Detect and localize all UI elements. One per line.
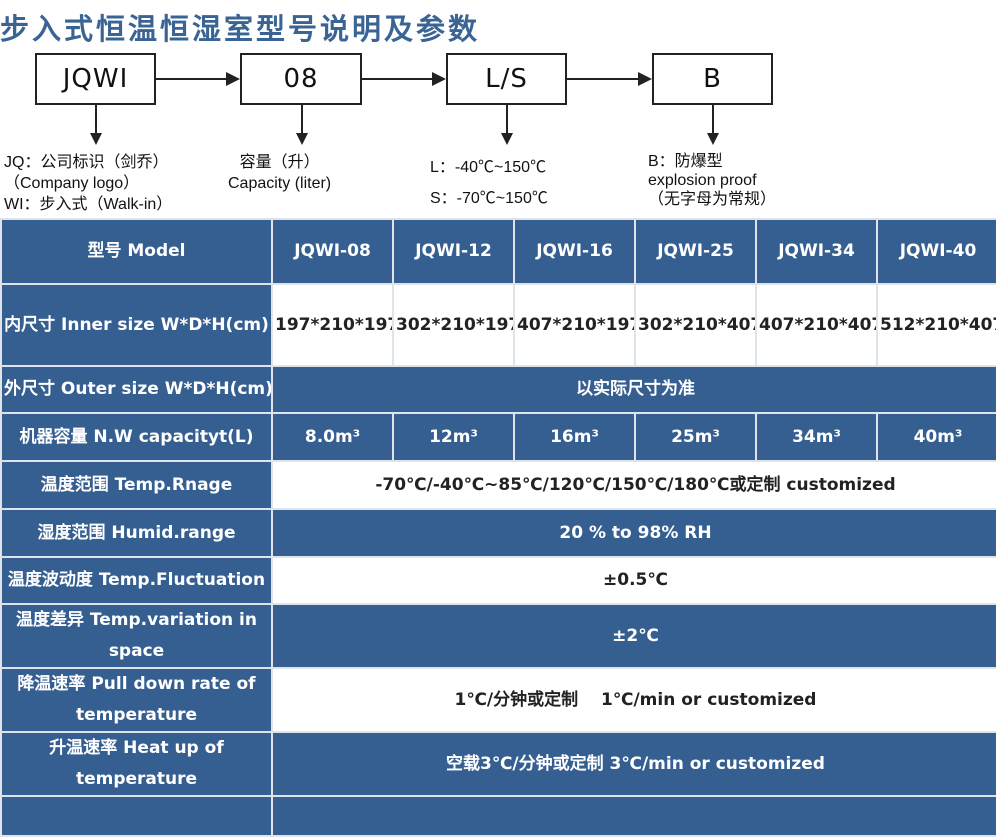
note-line: B：防爆型 [648, 153, 723, 170]
table-row: 温度波动度 Temp.Fluctuation ±0.5℃ [0, 556, 996, 605]
cell: 197*210*197 [271, 283, 394, 367]
row-label: 内尺寸 Inner size W*D*H(cm) [0, 283, 273, 367]
code-box-capacity: 08 [240, 53, 362, 105]
cell: 空载3℃/分钟或定制 3℃/min or customized [271, 731, 996, 797]
note-line: explosion proof [648, 172, 757, 189]
cell: 34m³ [755, 412, 878, 462]
cell: ±0.5℃ [271, 556, 996, 605]
cell: 8.0m³ [271, 412, 394, 462]
table-row: 降温速率 Pull down rate of temperature 1℃/分钟… [0, 667, 996, 733]
arrow-down-icon [707, 105, 719, 145]
arrow-right-icon [362, 72, 446, 86]
header-label: 型号 Model [0, 218, 273, 285]
model-header: JQWI-12 [392, 218, 515, 285]
cell: 25m³ [634, 412, 757, 462]
arrow-right-icon [156, 72, 240, 86]
row-label: 湿度范围 Humid.range [0, 508, 273, 558]
row-label: 机器容量 N.W capacityt(L) [0, 412, 273, 462]
note-capacity: 容量（升） Capacity (liter) [228, 152, 331, 194]
note-line: （无字母为常规） [648, 191, 777, 208]
table-row-cut-off [0, 795, 996, 837]
row-label: 温度范围 Temp.Rnage [0, 460, 273, 510]
cell: 512*210*407 [876, 283, 996, 367]
arrow-right-icon [567, 72, 652, 86]
cell: 40m³ [876, 412, 996, 462]
page-title: 步入式恒温恒湿室型号说明及参数 [0, 12, 481, 46]
table-row: 温度范围 Temp.Rnage -70℃/-40℃~85℃/120℃/150℃/… [0, 460, 996, 510]
note-line: Capacity (liter) [228, 175, 332, 192]
arrow-down-icon [501, 105, 513, 145]
note-line: （Company logo） [4, 175, 140, 192]
note-line: S：-70℃~150℃ [430, 190, 548, 207]
cell [271, 795, 996, 837]
row-label: 升温速率 Heat up of temperature [0, 731, 273, 797]
cell: 302*210*407 [634, 283, 757, 367]
cell: 以实际尺寸为准 [271, 365, 996, 414]
cell: 407*210*197 [513, 283, 636, 367]
note-explosion: B：防爆型 explosion proof （无字母为常规） [648, 152, 776, 209]
note-temp: L：-40℃~150℃ S：-70℃~150℃ [430, 152, 548, 214]
cell: -70℃/-40℃~85℃/120℃/150℃/180℃或定制 customiz… [271, 460, 996, 510]
table-row: 外尺寸 Outer size W*D*H(cm) 以实际尺寸为准 [0, 365, 996, 414]
model-header: JQWI-40 [876, 218, 996, 285]
note-line: WI：步入式（Walk-in） [4, 196, 173, 213]
row-label: 温度差异 Temp.variation in space [0, 603, 273, 669]
note-company: JQ：公司标识（剑乔） （Company logo） WI：步入式（Walk-i… [4, 152, 172, 215]
cell: 16m³ [513, 412, 636, 462]
model-header: JQWI-08 [271, 218, 394, 285]
cell: 1℃/分钟或定制 1℃/min or customized [271, 667, 996, 733]
spec-table: 型号 Model JQWI-08 JQWI-12 JQWI-16 JQWI-25… [0, 218, 996, 837]
note-line: 容量（升） [239, 154, 320, 171]
table-row: 湿度范围 Humid.range 20 % to 98% RH [0, 508, 996, 558]
code-box-company: JQWI [35, 53, 156, 105]
arrow-down-icon [90, 105, 102, 145]
row-label: 降温速率 Pull down rate of temperature [0, 667, 273, 733]
row-label [0, 795, 273, 837]
table-row: 升温速率 Heat up of temperature 空载3℃/分钟或定制 3… [0, 731, 996, 797]
model-header: JQWI-16 [513, 218, 636, 285]
arrow-down-icon [296, 105, 308, 145]
cell: 407*210*407 [755, 283, 878, 367]
table-row: 温度差异 Temp.variation in space ±2℃ [0, 603, 996, 669]
note-line: L：-40℃~150℃ [430, 159, 547, 176]
cell: ±2℃ [271, 603, 996, 669]
table-row: 内尺寸 Inner size W*D*H(cm) 197*210*197 302… [0, 283, 996, 367]
model-header: JQWI-34 [755, 218, 878, 285]
row-label: 外尺寸 Outer size W*D*H(cm) [0, 365, 273, 414]
model-header: JQWI-25 [634, 218, 757, 285]
code-box-temp: L/S [446, 53, 567, 105]
cell: 12m³ [392, 412, 515, 462]
code-box-explosion: B [652, 53, 773, 105]
table-header-row: 型号 Model JQWI-08 JQWI-12 JQWI-16 JQWI-25… [0, 218, 996, 285]
note-line: JQ：公司标识（剑乔） [4, 154, 169, 171]
cell: 302*210*197 [392, 283, 515, 367]
row-label: 温度波动度 Temp.Fluctuation [0, 556, 273, 605]
cell: 20 % to 98% RH [271, 508, 996, 558]
table-row: 机器容量 N.W capacityt(L) 8.0m³ 12m³ 16m³ 25… [0, 412, 996, 462]
